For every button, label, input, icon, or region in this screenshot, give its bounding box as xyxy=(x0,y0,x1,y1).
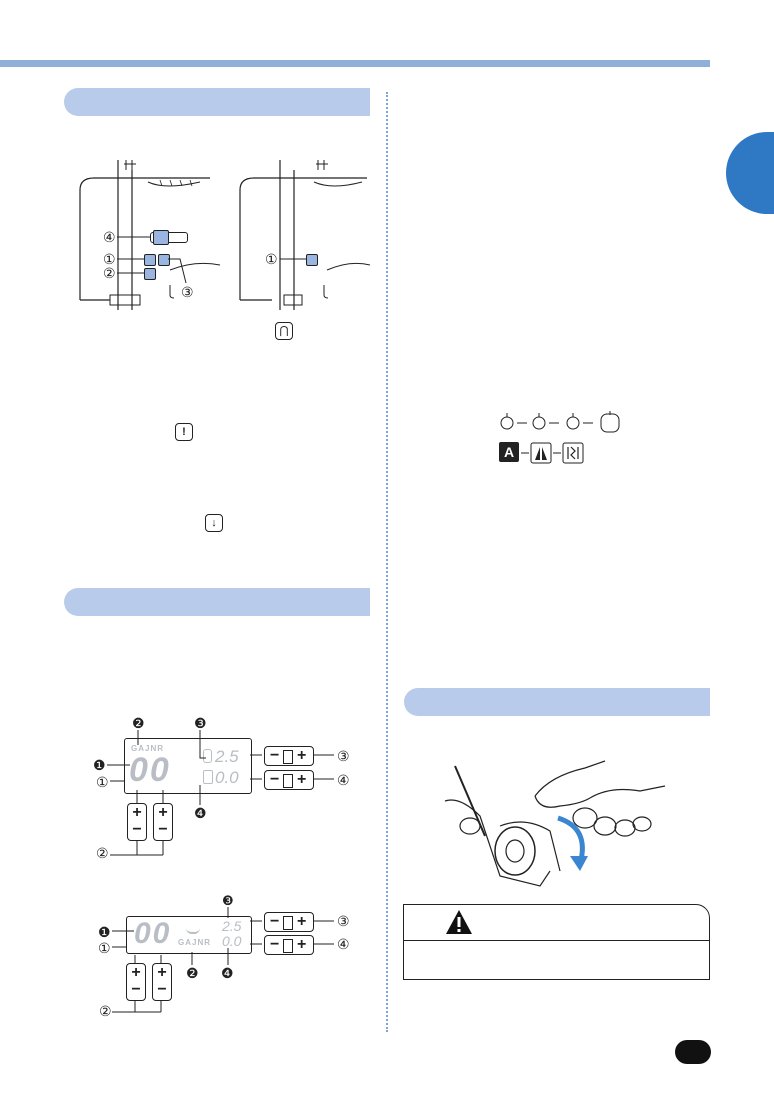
caution-box xyxy=(403,904,710,980)
d2-pattern-ones-stepper[interactable]: +− xyxy=(152,963,172,1001)
d1-marker-4: ❹ xyxy=(194,805,207,821)
machine-illustration-right xyxy=(239,160,371,310)
machine-illustration-left xyxy=(79,160,221,310)
lcd1-presser-foot: GAJNR xyxy=(131,744,165,753)
speed-slider xyxy=(150,232,188,243)
d1-length-stepper[interactable]: −+ xyxy=(264,770,314,790)
callout-1-right: ① xyxy=(265,251,278,267)
callout-3: ③ xyxy=(181,284,194,300)
speed-slider-knob xyxy=(153,230,169,245)
handwheel-illustration xyxy=(444,760,666,887)
reinforcement-stitch-icon: ↓ xyxy=(205,514,223,532)
lcd2-length-value: 0.0 xyxy=(222,933,242,949)
d1-pattern-tens-stepper[interactable]: +− xyxy=(127,803,147,841)
lcd-display-1 xyxy=(124,738,252,794)
needle-up-down-icon: ! xyxy=(175,423,193,441)
lcd2-foot-icon xyxy=(186,926,200,934)
top-rule xyxy=(0,60,710,67)
d1-callout-3: ③ xyxy=(337,748,350,764)
d1-marker-2: ❷ xyxy=(132,715,145,731)
caution-divider xyxy=(403,940,710,941)
reverse-button-small xyxy=(144,268,156,280)
d2-marker-2: ❷ xyxy=(186,965,199,981)
section-bar-1 xyxy=(64,88,370,116)
d2-length-stepper[interactable]: −+ xyxy=(264,935,314,955)
d2-width-stepper[interactable]: −+ xyxy=(264,912,314,932)
d2-marker-4: ❹ xyxy=(221,965,234,981)
mode-key-a: A xyxy=(499,442,519,462)
lcd2-pattern-number: 00 xyxy=(134,917,172,950)
mode-sequence-circles xyxy=(500,411,620,433)
lcd-display-2 xyxy=(126,916,252,954)
d2-marker-3: ❸ xyxy=(222,893,234,908)
d1-pattern-ones-stepper[interactable]: +− xyxy=(153,803,173,841)
d2-marker-1: ❶ xyxy=(98,924,111,940)
warning-triangle-icon xyxy=(446,910,472,934)
needle-position-button xyxy=(144,254,156,266)
d2-callout-2: ② xyxy=(99,1003,112,1019)
d1-callout-2: ② xyxy=(96,845,109,861)
callout-4: ④ xyxy=(103,229,116,245)
mode-sequence-keys xyxy=(521,442,584,464)
needle-position-button-right xyxy=(306,254,318,266)
d1-width-stepper[interactable]: −+ xyxy=(264,746,314,766)
callout-1: ① xyxy=(103,251,116,267)
section-bar-3 xyxy=(404,688,710,716)
d2-callout-4: ④ xyxy=(337,936,350,952)
lcd2-width-value: 2.5 xyxy=(222,918,242,934)
d1-marker-3: ❸ xyxy=(194,715,207,731)
d2-callout-1: ① xyxy=(98,940,111,956)
page-number-badge xyxy=(675,1040,711,1064)
column-divider xyxy=(386,92,388,1032)
lcd1-pattern-number: 00 xyxy=(129,751,171,789)
lcd2-presser-foot: GAJNR xyxy=(178,938,212,947)
reinforce-button-small xyxy=(158,254,170,266)
lcd1-length-value: 0.0 xyxy=(215,768,239,787)
d1-marker-1: ❶ xyxy=(93,757,106,773)
d2-pattern-tens-stepper[interactable]: +− xyxy=(126,963,146,1001)
reverse-stitch-icon: ⋂ xyxy=(275,322,293,340)
callout-2: ② xyxy=(103,265,116,281)
lcd1-length-icon xyxy=(203,770,213,784)
lcd1-width-icon xyxy=(203,749,212,763)
lcd1-width-value: 2.5 xyxy=(215,747,239,766)
d1-callout-1: ① xyxy=(96,774,109,790)
section-bar-2 xyxy=(64,588,370,616)
d1-callout-4: ④ xyxy=(337,772,350,788)
d2-callout-3: ③ xyxy=(337,913,350,929)
